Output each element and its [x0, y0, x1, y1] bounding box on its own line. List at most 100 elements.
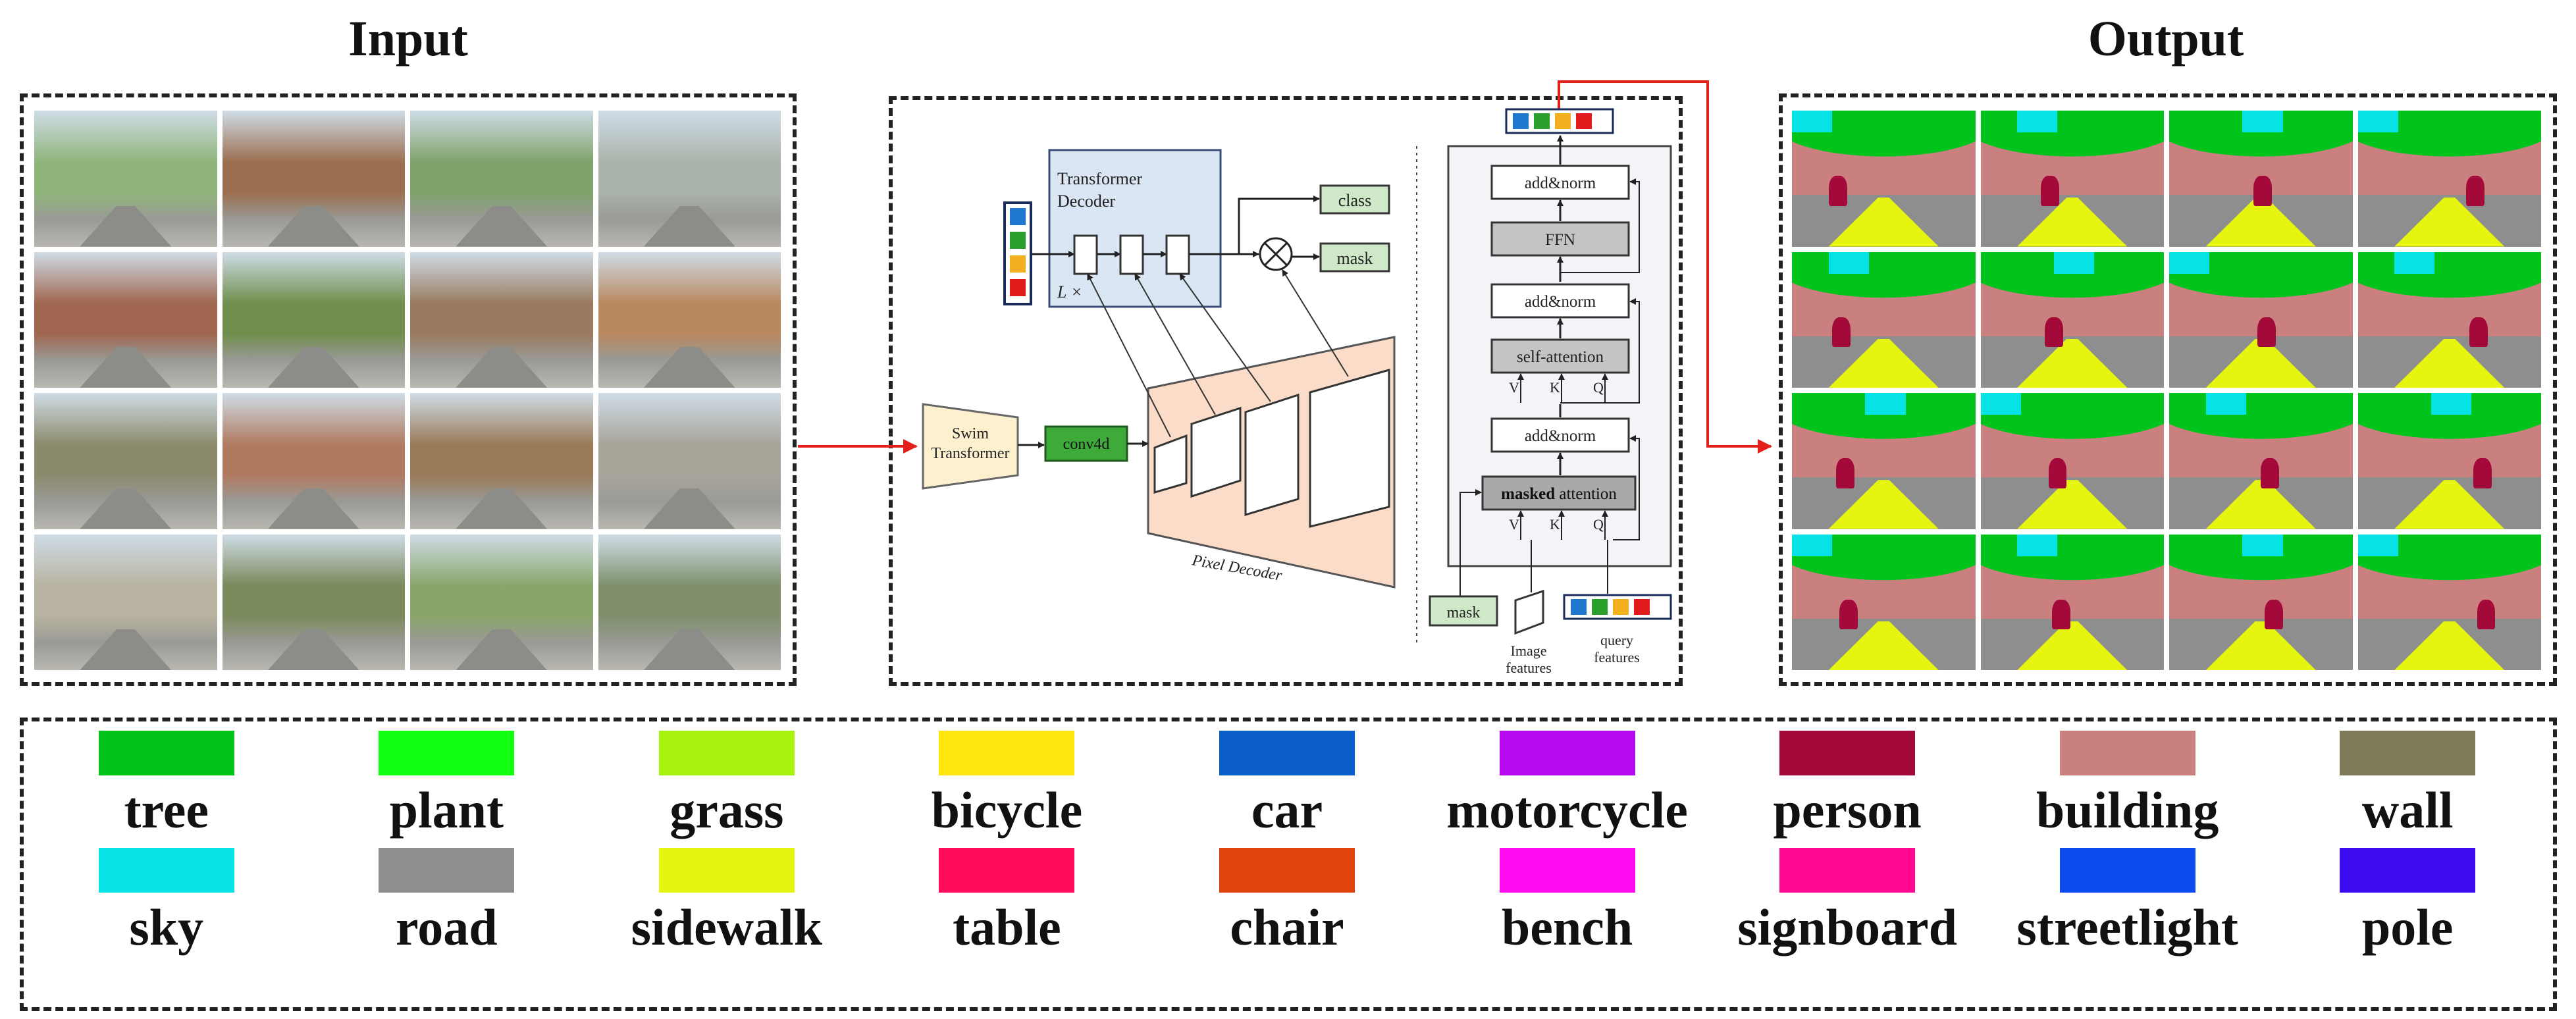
legend-item-road: road	[307, 848, 587, 953]
masked-attention-box	[1481, 475, 1637, 511]
transformer-decoder-box	[1048, 149, 1222, 308]
feature-map-2	[1190, 406, 1242, 498]
segmentation-map	[2357, 534, 2541, 670]
legend-label: tree	[124, 781, 209, 839]
k-label-1: K	[1550, 379, 1560, 396]
image-features-icon	[1514, 589, 1544, 635]
add-norm-box-3	[1490, 165, 1630, 200]
input-image	[598, 393, 781, 529]
swin-label-2: Transformer	[931, 445, 1009, 462]
input-image	[410, 534, 593, 670]
legend-swatch	[98, 848, 234, 893]
segmentation-map	[1792, 111, 1976, 247]
add-norm-label-3: add&norm	[1525, 174, 1596, 192]
legend-swatch	[1779, 848, 1916, 893]
input-image	[410, 111, 593, 247]
query-tokens-left	[1003, 201, 1032, 305]
legend-item-person: person	[1707, 731, 1987, 836]
add-norm-label-2: add&norm	[1525, 293, 1596, 311]
legend-item-bicycle: bicycle	[867, 731, 1147, 836]
input-image	[34, 534, 217, 670]
decoder-block-3	[1165, 234, 1190, 275]
legend-swatch	[1219, 731, 1355, 775]
legend-item-table: table	[867, 848, 1147, 953]
loop-label: L ×	[1057, 282, 1082, 301]
legend-swatch	[1499, 731, 1635, 775]
input-image	[410, 251, 593, 388]
legend-panel	[20, 718, 2557, 1011]
legend-swatch	[1499, 848, 1635, 893]
legend-swatch	[2059, 731, 2195, 775]
legend-label: sky	[129, 899, 204, 956]
legend-swatch	[658, 848, 795, 893]
legend-item-grass: grass	[587, 731, 867, 836]
legend-label: streetlight	[2016, 899, 2238, 956]
feature-map-1	[1153, 434, 1188, 494]
output-title: Output	[2088, 11, 2244, 66]
legend-label: motorcycle	[1446, 781, 1688, 839]
model-panel	[889, 96, 1683, 686]
q-label-2: Q	[1593, 516, 1604, 533]
input-image	[34, 111, 217, 247]
legend-label: pole	[2361, 899, 2454, 956]
legend-label: car	[1251, 781, 1323, 839]
input-image	[598, 111, 781, 247]
legend-swatch	[2059, 848, 2195, 893]
input-image	[34, 251, 217, 388]
output-segmentation-grid	[1792, 111, 2541, 670]
decoder-block-1	[1073, 234, 1098, 275]
query-token-2	[1010, 255, 1026, 273]
mask-label: mask	[1337, 249, 1373, 268]
legend-swatch	[939, 731, 1075, 775]
segmentation-map	[1980, 534, 2164, 670]
mask-input-box	[1429, 595, 1498, 627]
legend-label: grass	[670, 781, 784, 839]
legend-swatch	[939, 848, 1075, 893]
legend-swatch	[2340, 731, 2476, 775]
v-label-2: V	[1509, 516, 1519, 533]
legend-item-bench: bench	[1427, 848, 1708, 953]
query-token-0	[1010, 208, 1026, 225]
input-image	[222, 251, 405, 388]
segmentation-map	[1980, 251, 2164, 388]
decoder-block-2	[1119, 234, 1144, 275]
query-features-label-2: features	[1594, 649, 1640, 666]
model-diagram: Transformer Decoder L × class mask Pixel…	[798, 80, 1772, 676]
input-image	[34, 393, 217, 529]
image-features-label-2: features	[1506, 660, 1552, 676]
class-output-box	[1319, 184, 1390, 215]
legend-swatch	[379, 848, 515, 893]
transformer-decoder-label-1: Transformer	[1057, 169, 1142, 188]
add-norm-box-1	[1490, 417, 1630, 453]
input-image	[222, 393, 405, 529]
segmentation-map	[2357, 111, 2541, 247]
input-title: Input	[348, 11, 468, 66]
segmentation-map	[2169, 534, 2353, 670]
q-label-1: Q	[1593, 379, 1604, 396]
legend-label: chair	[1230, 899, 1344, 956]
mask-input-label: mask	[1447, 604, 1481, 621]
legend-label: road	[396, 899, 498, 956]
k-label-2: K	[1550, 516, 1560, 533]
segmentation-map	[2169, 393, 2353, 529]
query-token-3	[1010, 279, 1026, 296]
legend-swatch	[658, 731, 795, 775]
segmentation-map	[1792, 534, 1976, 670]
conv4d-label: conv4d	[1063, 436, 1110, 453]
input-panel	[20, 93, 797, 686]
input-image	[222, 111, 405, 247]
class-label: class	[1338, 191, 1372, 210]
segmentation-map	[2357, 251, 2541, 388]
v-label-1: V	[1509, 379, 1519, 396]
legend-item-tree: tree	[26, 731, 307, 836]
query-features-label-1: query	[1600, 632, 1633, 648]
legend-swatch	[1779, 731, 1916, 775]
feature-map-4	[1309, 369, 1390, 528]
legend-swatch	[1219, 848, 1355, 893]
masked-attention-label: masked attention	[1501, 485, 1617, 503]
add-norm-box-2	[1490, 283, 1630, 319]
segmentation-map	[2169, 251, 2353, 388]
mask-output-box	[1319, 242, 1390, 273]
segmentation-map	[1980, 393, 2164, 529]
query-token-1	[1010, 232, 1026, 249]
